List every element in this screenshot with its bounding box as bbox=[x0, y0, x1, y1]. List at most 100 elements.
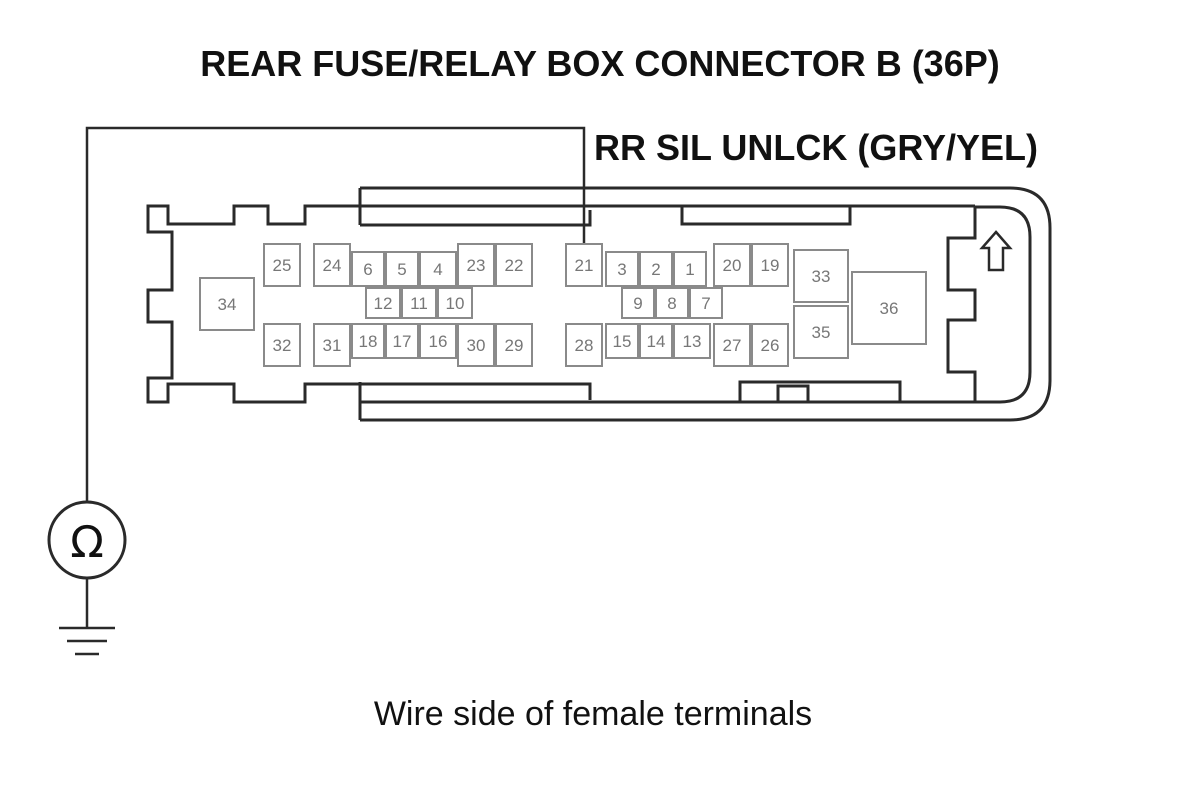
pin-29: 29 bbox=[495, 323, 533, 367]
pin-cavity bbox=[605, 323, 639, 359]
pin-27: 27 bbox=[713, 323, 751, 367]
pin-4: 4 bbox=[419, 251, 457, 287]
pin-label: 4 bbox=[433, 260, 442, 279]
pin-cavity bbox=[313, 243, 351, 287]
pin-label: 29 bbox=[505, 336, 524, 355]
pin-label: 10 bbox=[446, 294, 465, 313]
pin-12: 12 bbox=[365, 287, 401, 319]
pin-26: 26 bbox=[751, 323, 789, 367]
pin-cavity bbox=[621, 287, 655, 319]
pin-14: 14 bbox=[639, 323, 673, 359]
pin-20: 20 bbox=[713, 243, 751, 287]
pin-cavity bbox=[673, 323, 711, 359]
pin-label: 2 bbox=[651, 260, 660, 279]
pin-cavity bbox=[655, 287, 689, 319]
pin-label: 12 bbox=[374, 294, 393, 313]
pin-18: 18 bbox=[351, 323, 385, 359]
pin-cavity bbox=[605, 251, 639, 287]
pin-label: 24 bbox=[323, 256, 342, 275]
pin-6: 6 bbox=[351, 251, 385, 287]
pin-cavity bbox=[689, 287, 723, 319]
pin-36: 36 bbox=[851, 271, 927, 345]
pin-10: 10 bbox=[437, 287, 473, 319]
pin-label: 19 bbox=[761, 256, 780, 275]
connector-body bbox=[146, 186, 1052, 422]
pin-7: 7 bbox=[689, 287, 723, 319]
wire-label: RR SIL UNLCK (GRY/YEL) bbox=[594, 127, 1038, 168]
pin-9: 9 bbox=[621, 287, 655, 319]
pin-cavity bbox=[495, 243, 533, 287]
pin-cavity bbox=[419, 323, 457, 359]
pin-23: 23 bbox=[457, 243, 495, 287]
pin-11: 11 bbox=[401, 287, 437, 319]
pin-label: 31 bbox=[323, 336, 342, 355]
pin-label: 25 bbox=[273, 256, 292, 275]
pin-8: 8 bbox=[655, 287, 689, 319]
pin-24: 24 bbox=[313, 243, 351, 287]
pin-19: 19 bbox=[751, 243, 789, 287]
pin-cavity bbox=[351, 251, 385, 287]
ohm-symbol: Ω bbox=[70, 517, 104, 568]
pin-cavity bbox=[263, 323, 301, 367]
pin-cavity bbox=[565, 243, 603, 287]
pin-cavity bbox=[639, 323, 673, 359]
pin-label: 11 bbox=[410, 294, 428, 313]
pin-label: 3 bbox=[617, 260, 626, 279]
pin-label: 27 bbox=[723, 336, 742, 355]
pin-16: 16 bbox=[419, 323, 457, 359]
pin-label: 35 bbox=[812, 323, 831, 342]
pin-22: 22 bbox=[495, 243, 533, 287]
pin-cavity bbox=[385, 323, 419, 359]
pin-label: 28 bbox=[575, 336, 594, 355]
pin-cavity bbox=[437, 287, 473, 319]
diagram-caption: Wire side of female terminals bbox=[374, 695, 812, 733]
ohmmeter-icon: Ω bbox=[47, 500, 127, 580]
pin-cavity bbox=[851, 271, 927, 345]
pin-label: 14 bbox=[647, 332, 666, 351]
pin-label: 8 bbox=[667, 294, 676, 313]
pin-cavity bbox=[673, 251, 707, 287]
pin-cavity bbox=[565, 323, 603, 367]
pin-32: 32 bbox=[263, 323, 301, 367]
pin-label: 32 bbox=[273, 336, 292, 355]
pin-3: 3 bbox=[605, 251, 639, 287]
pin-25: 25 bbox=[263, 243, 301, 287]
pin-label: 22 bbox=[505, 256, 524, 275]
pin-label: 23 bbox=[467, 256, 486, 275]
ground-icon bbox=[59, 578, 115, 656]
pin-label: 30 bbox=[467, 336, 486, 355]
pin-label: 9 bbox=[633, 294, 642, 313]
pin-cavity bbox=[401, 287, 437, 319]
pin-30: 30 bbox=[457, 323, 495, 367]
pin-label: 7 bbox=[701, 294, 710, 313]
pin-17: 17 bbox=[385, 323, 419, 359]
pin-31: 31 bbox=[313, 323, 351, 367]
pin-cavity bbox=[495, 323, 533, 367]
test-lead-wire bbox=[85, 126, 586, 502]
pin-label: 1 bbox=[685, 260, 694, 279]
pin-cavity bbox=[263, 243, 301, 287]
pin-cavity bbox=[751, 243, 789, 287]
pin-33: 33 bbox=[793, 249, 849, 303]
pin-cavity bbox=[385, 251, 419, 287]
pin-label: 17 bbox=[393, 332, 412, 351]
pin-label: 5 bbox=[397, 260, 406, 279]
pin-label: 15 bbox=[613, 332, 632, 351]
pin-cavity bbox=[457, 323, 495, 367]
pin-cavity bbox=[419, 251, 457, 287]
pin-label: 18 bbox=[359, 332, 378, 351]
pin-cavity bbox=[793, 249, 849, 303]
pin-label: 13 bbox=[683, 332, 702, 351]
arrow-up-icon bbox=[979, 230, 1013, 272]
pin-label: 20 bbox=[723, 256, 742, 275]
pin-cavity bbox=[793, 305, 849, 359]
pin-label: 16 bbox=[429, 332, 448, 351]
pin-label: 34 bbox=[218, 295, 237, 314]
pin-cavity bbox=[713, 323, 751, 367]
pin-28: 28 bbox=[565, 323, 603, 367]
pin-35: 35 bbox=[793, 305, 849, 359]
pin-21: 21 bbox=[565, 243, 603, 287]
pin-cavity bbox=[365, 287, 401, 319]
